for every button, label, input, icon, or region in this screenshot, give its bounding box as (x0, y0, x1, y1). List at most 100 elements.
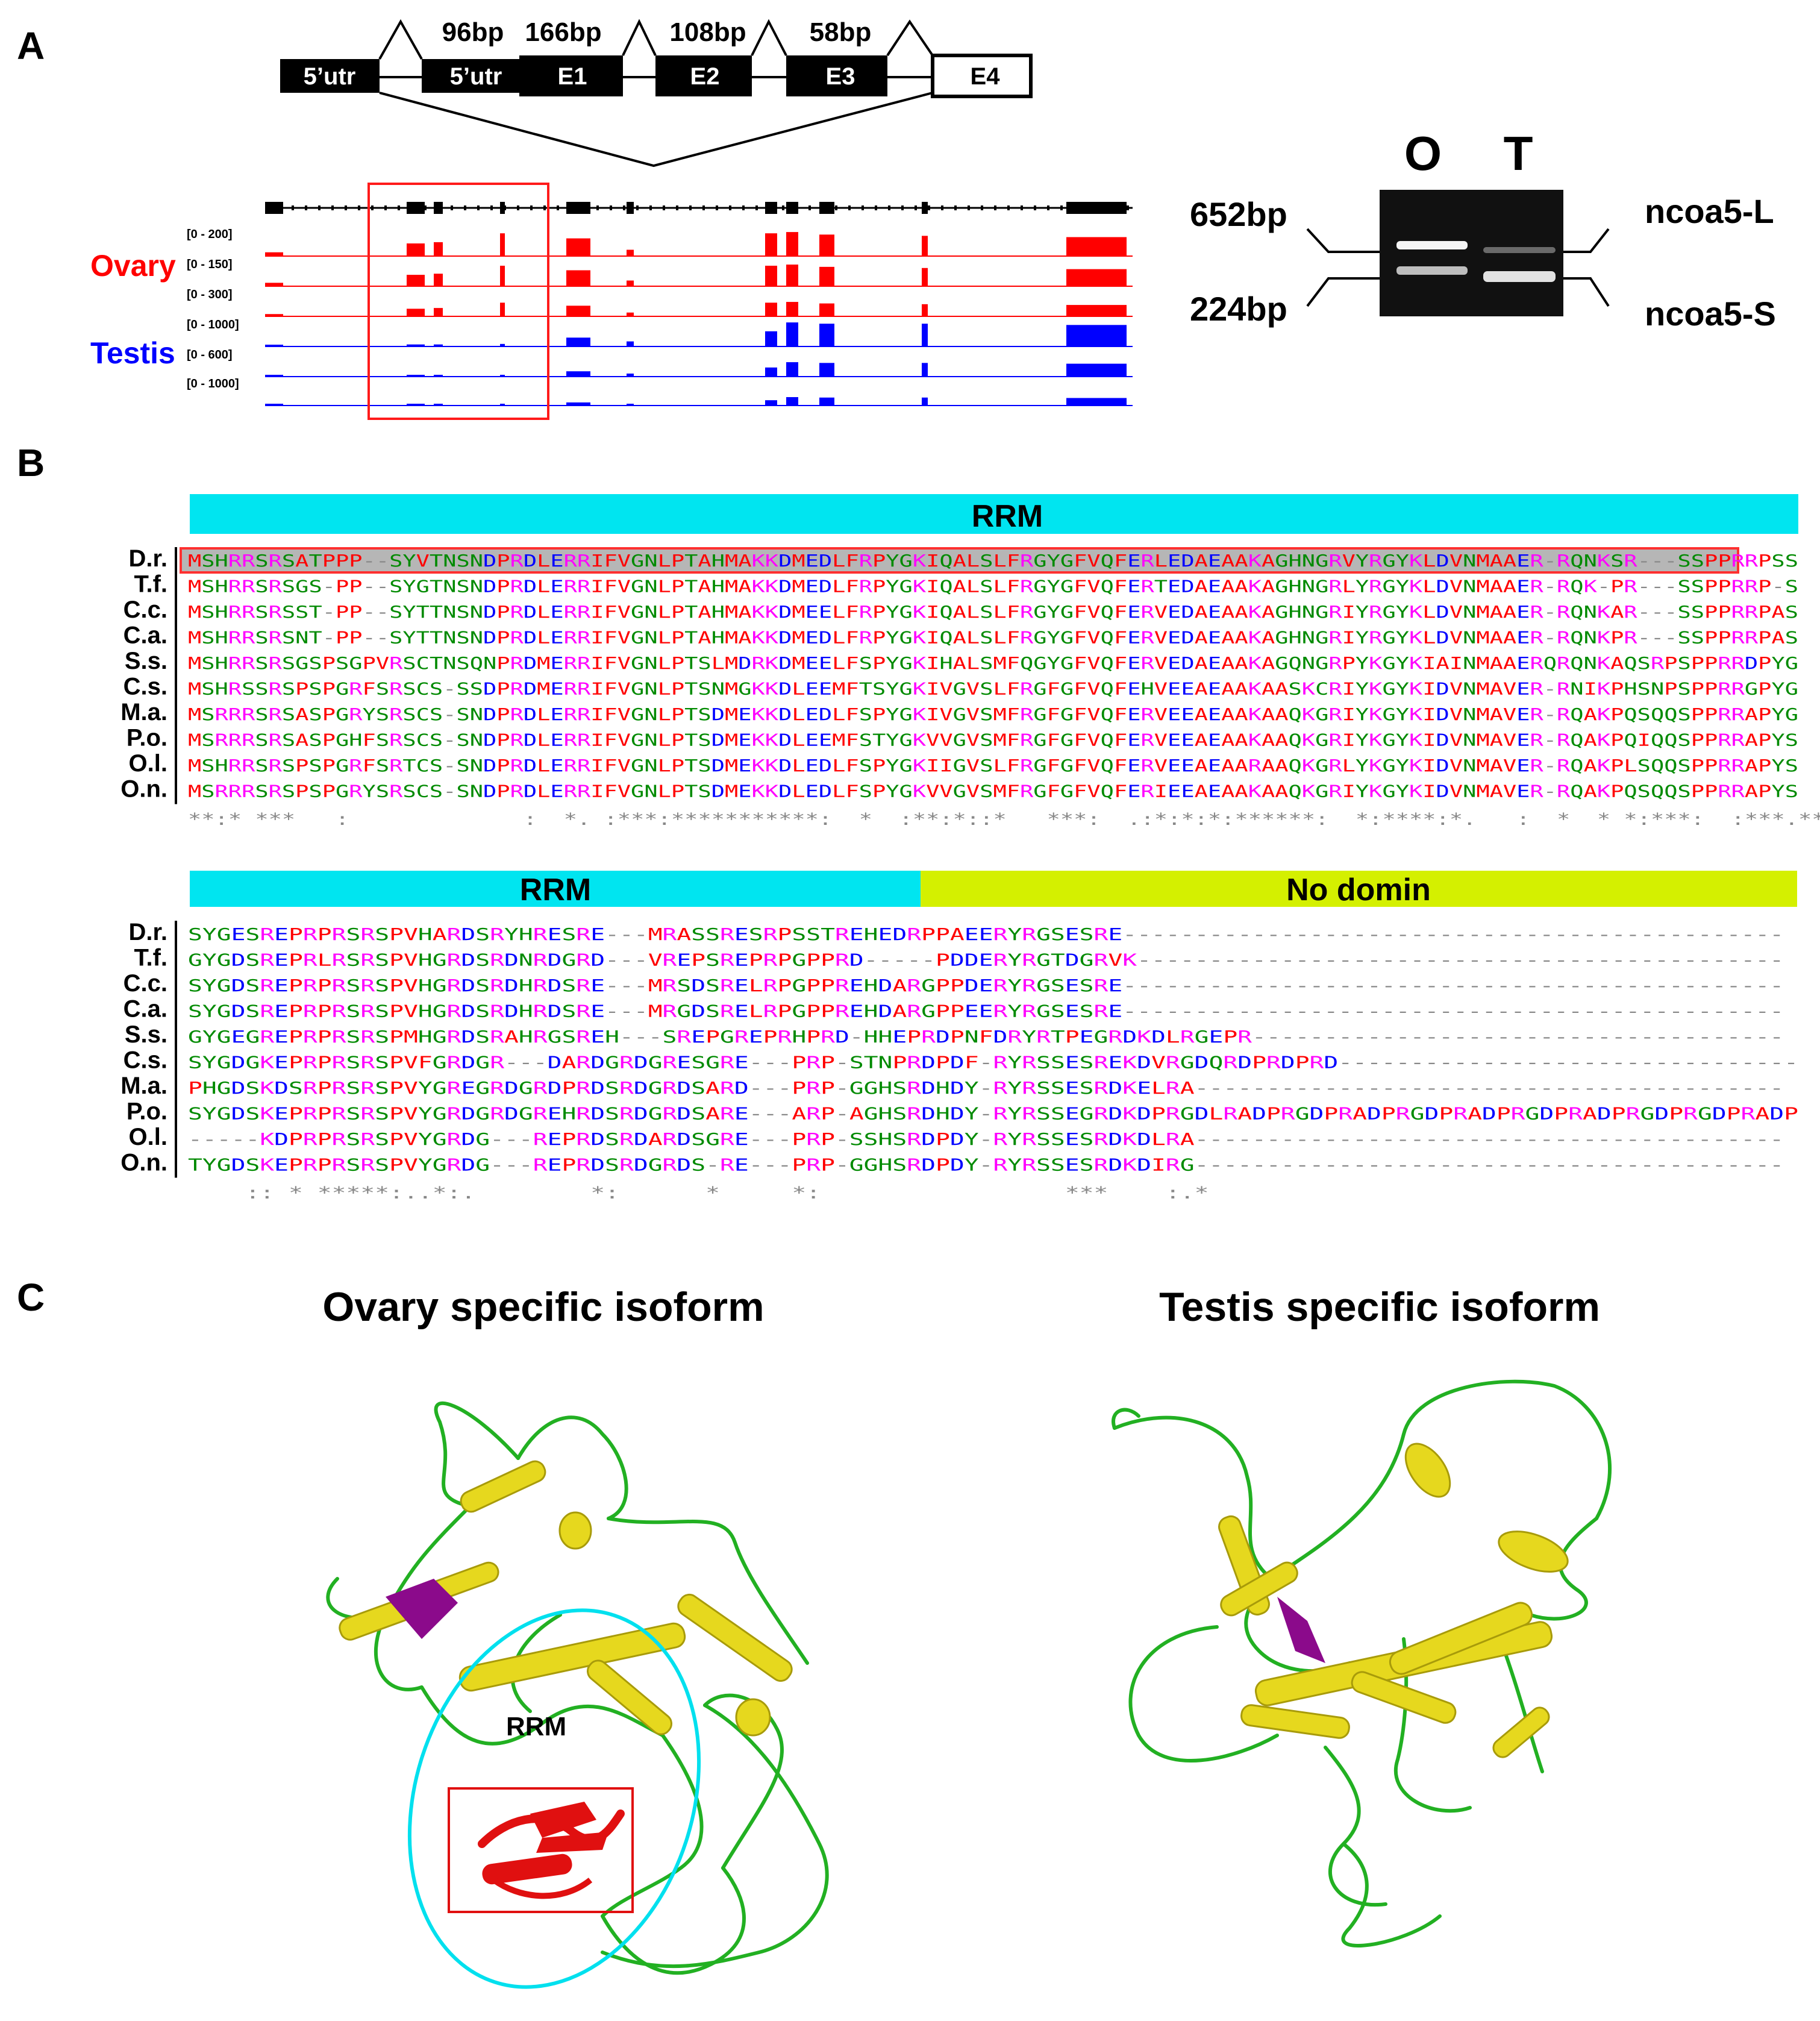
size-label-3: 108bp (669, 17, 746, 47)
rrm-domain-bar-1 (190, 494, 1798, 534)
track-peak (1066, 305, 1127, 316)
gene-model: 5’utr 5’utr E1 E2 E3 E4 96bp 166bp 108bp… (280, 17, 1033, 168)
track-intron-tick (517, 205, 519, 210)
species-label: M.a. (120, 1073, 167, 1099)
gel-pointer-224 (1306, 277, 1380, 307)
track-intron-tick (318, 205, 321, 210)
track-peak (265, 345, 283, 346)
track-intron-tick (384, 205, 387, 210)
track-intron-tick (596, 205, 599, 210)
no-domain-label: No domin (1286, 873, 1431, 907)
track-exon-block (922, 202, 928, 214)
track-intron-tick (676, 205, 678, 210)
track-intron-tick (994, 205, 996, 210)
gel-pointer-short (1563, 277, 1610, 307)
track-peak (500, 375, 505, 377)
track-range-label: [0 - 300] (187, 288, 233, 301)
track-intron-tick (292, 205, 294, 210)
track-intron-tick (345, 205, 347, 210)
track-peak (407, 375, 425, 377)
track-peak (500, 404, 505, 406)
size-label-2: 166bp (525, 17, 601, 47)
track-peak (922, 236, 928, 256)
track-peak (627, 312, 634, 316)
track-intron-tick (888, 205, 890, 210)
rrm-red-fold (478, 1802, 625, 1899)
track-intron-tick (862, 205, 864, 210)
splice-caret-2 (622, 19, 657, 56)
track-peak (434, 375, 443, 377)
gel-band-t-long (1483, 247, 1556, 253)
track-intron-tick (808, 205, 811, 210)
species-label: P.o. (127, 1098, 167, 1125)
ovary-track-label: Ovary (90, 249, 176, 283)
species-label: D.r. (129, 919, 167, 945)
testis-coil (1112, 1379, 1612, 1947)
track-peak (786, 265, 798, 286)
track-range-label: [0 - 150] (187, 258, 233, 271)
track-peak (627, 341, 634, 346)
track-intron-tick (411, 205, 413, 210)
track-peak (819, 266, 834, 286)
testis-beta-sheet (1277, 1597, 1325, 1663)
size-label-1: 96bp (442, 17, 504, 47)
species-label: T.f. (134, 571, 167, 598)
track-intron-tick (464, 205, 466, 210)
track-peak (786, 322, 798, 346)
track-peak (786, 302, 798, 316)
splice-caret-4 (886, 19, 934, 57)
track-intron-tick (716, 205, 718, 210)
exon-label-4: E2 (690, 63, 720, 90)
track-peak (265, 283, 283, 286)
testis-isoform-title: Testis specific isoform (1159, 1284, 1600, 1330)
exon-box-3 (519, 55, 623, 96)
track-peak (765, 265, 777, 286)
track-peak (922, 268, 928, 286)
track-peak (566, 337, 590, 346)
track-peak (265, 404, 283, 406)
track-peak (434, 308, 443, 316)
track-intron-tick (835, 205, 837, 210)
track-peak (819, 234, 834, 256)
track-intron-tick (875, 205, 877, 210)
track-exon-block (627, 202, 634, 214)
track-range-label: [0 - 1000] (187, 318, 239, 331)
track-peak (922, 324, 928, 346)
species-label: C.a. (124, 622, 167, 649)
track-exon-block (566, 202, 590, 214)
species-label: O.l. (129, 1124, 167, 1150)
conservation-row: **:* *** : : *. :***:***********: * :**:… (188, 809, 1820, 829)
ovary-isoform-title: Ovary specific isoform (322, 1284, 764, 1330)
track-peak (566, 238, 590, 256)
track-peak (1066, 363, 1127, 377)
track-intron-tick (663, 205, 665, 210)
exon-box-6 (931, 54, 1033, 98)
track-intron-tick (981, 205, 983, 210)
track-intron-tick (702, 205, 705, 210)
species-label: C.s. (124, 674, 167, 700)
track-intron-tick (941, 205, 943, 210)
track-intron-tick (968, 205, 970, 210)
exon-label-2: 5’utr (450, 63, 502, 90)
track-intron-tick (358, 205, 360, 210)
testis-track-label: Testis (90, 336, 175, 370)
dr-row-highlight (180, 547, 1739, 574)
track-peak (500, 265, 505, 286)
panel-letter-c: C (17, 1276, 45, 1319)
gel-lane-label-t: T (1504, 127, 1533, 180)
track-peak (627, 249, 634, 256)
isoform-label-short: ncoa5-S (1645, 295, 1776, 333)
track-intron-tick (915, 205, 917, 210)
track-exon-block (265, 202, 283, 214)
gel-band-t-short (1483, 271, 1556, 282)
